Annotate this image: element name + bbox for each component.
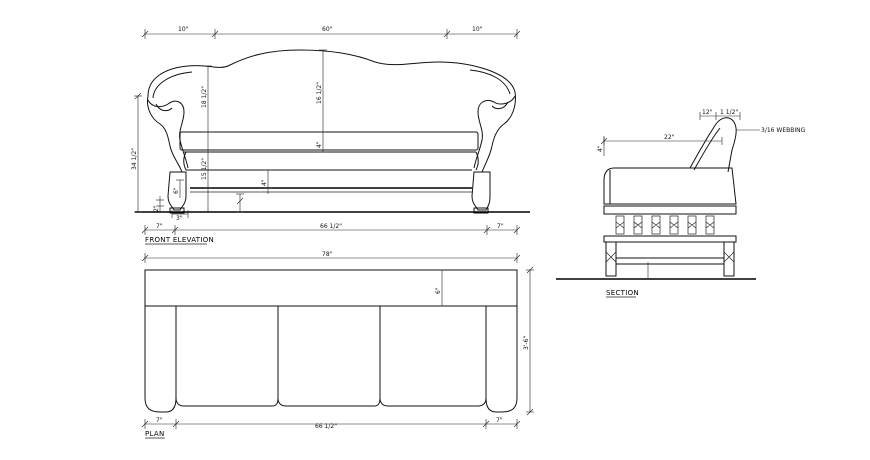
- sofa-plan-outline: 6" 3'-6": [144, 266, 534, 416]
- plan-view: 78" 6" 3'-6": [141, 251, 534, 439]
- dim-foot: 3": [176, 215, 183, 222]
- dim-leg: 6": [173, 187, 180, 194]
- plan-title: PLAN: [145, 430, 165, 438]
- front-elevation: 10" 60" 10": [131, 26, 530, 245]
- dim-back-height-2: 16 1/2": [316, 82, 323, 104]
- dim-section-seat-depth: 22": [664, 134, 675, 141]
- dim-bottom-mid: 66 1/2": [320, 223, 342, 230]
- dim-plan-depth: 3'-6": [523, 336, 530, 350]
- section-view: 12" 1 1/2" 22" 4": [556, 109, 806, 298]
- dim-top-mid: 60": [322, 26, 333, 33]
- dim-plan-back-depth: 6": [435, 287, 442, 294]
- dim-back-height-1: 18 1/2": [201, 86, 208, 108]
- dim-section-top-b: 1 1/2": [720, 109, 738, 116]
- dim-seat-a: 4": [316, 141, 323, 148]
- dim-bottom-left: 7": [156, 223, 163, 230]
- dim-plan-bottom-left: 7": [156, 417, 163, 424]
- sofa-section-outline: 3/16 WEBBING: [556, 117, 806, 280]
- section-title: SECTION: [606, 289, 639, 297]
- front-top-dimension: 10" 60" 10": [141, 26, 521, 39]
- front-elevation-title: FRONT ELEVATION: [145, 236, 214, 244]
- sofa-front-outline: [135, 49, 530, 214]
- dim-section-small: 4": [597, 145, 604, 152]
- dim-plan-overall-width: 78": [322, 251, 333, 258]
- dim-top-right: 10": [472, 26, 483, 33]
- webbing-slats: [615, 215, 715, 235]
- dim-section-top-a: 12": [702, 109, 713, 116]
- section-note-webbing: 3/16 WEBBING: [761, 127, 806, 134]
- front-bottom-dimension: 7" 66 1/2" 7": [141, 223, 521, 235]
- dim-leg-small: 2": [153, 205, 160, 212]
- plan-top-dimension: 78": [141, 251, 521, 263]
- dim-arm-height: 15 1/2": [201, 158, 208, 180]
- dim-overall-height: 34 1/2": [131, 148, 138, 170]
- dim-seat-b: 4": [261, 179, 268, 186]
- plan-bottom-dimension: 7" 66 1/2" 7": [141, 417, 521, 430]
- dim-bottom-right: 7": [497, 223, 504, 230]
- dim-plan-bottom-right: 7": [496, 417, 503, 424]
- front-vertical-dimensions: 18 1/2" 15 1/2" 16 1/2" 4" 4" 6": [131, 49, 327, 222]
- dim-plan-bottom-mid: 66 1/2": [315, 423, 337, 430]
- dim-top-left: 10": [178, 26, 189, 33]
- section-top-dimension: 12" 1 1/2" 22" 4": [597, 109, 741, 156]
